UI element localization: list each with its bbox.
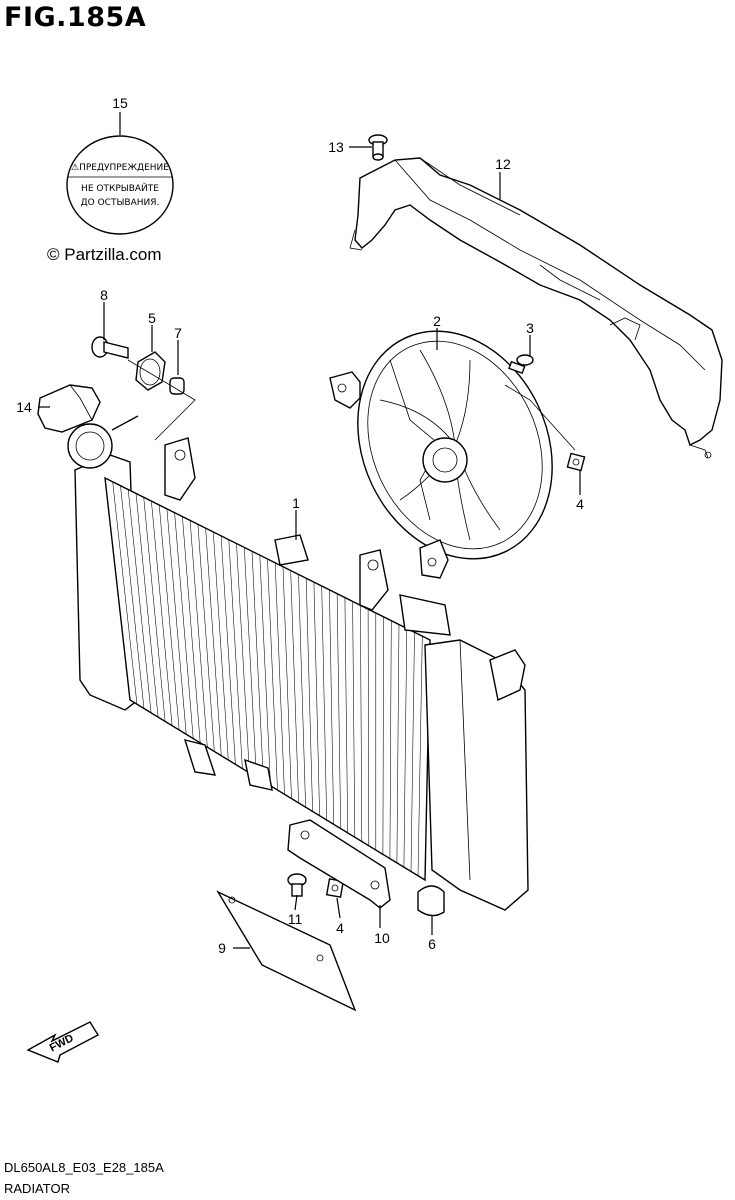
callout-3: 3	[526, 320, 534, 336]
radiator-fin-line	[135, 493, 159, 718]
callout-11: 11	[288, 911, 303, 927]
section-name: RADIATOR	[4, 1181, 70, 1196]
callout-7: 7	[174, 325, 182, 341]
radiator-fin-line	[220, 535, 236, 765]
cooling-fan-part-2	[329, 330, 553, 579]
callout-labels: 1 2 3 4 4 5 6 7 8 9 10 11 12 13 14 15	[16, 95, 584, 956]
radiator-fin-line	[251, 551, 264, 782]
bolt-part-13	[368, 134, 388, 161]
radiator-fin-line	[228, 539, 243, 769]
radiator-fin-line	[313, 582, 320, 816]
radiator-fin-line	[417, 636, 423, 876]
diagram-reference-code: DL650AL8_E03_E28_185A	[4, 1160, 164, 1175]
warning-label-line3: ДО ОСТЫВАНИЯ.	[81, 198, 160, 208]
hose-part-14	[37, 384, 101, 433]
radiator-fin-line	[360, 605, 363, 842]
radiator-fin-line	[197, 524, 215, 752]
radiator-fin-line	[205, 528, 222, 756]
callout-5: 5	[148, 310, 156, 326]
radiator-part-1	[67, 415, 529, 911]
radiator-fin-line	[151, 501, 173, 726]
callout-6: 6	[428, 936, 436, 952]
figure-title: FIG.185A	[4, 2, 147, 33]
radiator-fin-line	[290, 570, 299, 803]
radiator-fin-line	[389, 620, 392, 859]
bolt-part-11	[287, 873, 307, 897]
radiator-fin-line	[174, 512, 194, 739]
forward-direction-arrow: FWD	[26, 1021, 99, 1063]
radiator-fin-line	[274, 562, 285, 795]
radiator-fin-line	[344, 597, 348, 833]
grommet-part-5	[135, 351, 166, 391]
warning-label-line1: ⚠ПРЕДУПРЕЖДЕНИЕ	[71, 163, 169, 173]
radiator-fin-line	[336, 593, 341, 829]
callout-13: 13	[328, 139, 344, 155]
radiator-fin-line	[352, 601, 356, 838]
radiator-fin-line	[166, 508, 187, 735]
radiator-fin-line	[182, 516, 201, 743]
radiator-fin-line	[305, 578, 313, 812]
callout-2: 2	[433, 313, 441, 329]
radiator-fin-line	[236, 543, 250, 773]
radiator-fin-line	[382, 616, 384, 855]
radiator-fin-line	[321, 585, 327, 821]
radiator-fin-line	[143, 497, 166, 722]
warning-label-line2: НЕ ОТКРЫВАЙТЕ	[81, 182, 159, 194]
callout-1: 1	[292, 495, 300, 511]
radiator-fin-line	[112, 481, 138, 705]
radiator-fin-line	[213, 531, 229, 761]
leader-lines	[38, 112, 581, 949]
warning-label-part-15: ⚠ПРЕДУПРЕЖДЕНИЕ НЕ ОТКРЫВАЙТЕ ДО ОСТЫВАН…	[66, 135, 174, 235]
callout-4-upper: 4	[576, 496, 584, 512]
nut-part-4-upper	[566, 452, 586, 472]
callout-14: 14	[16, 399, 32, 415]
callout-10: 10	[374, 930, 390, 946]
callout-8: 8	[100, 287, 108, 303]
radiator-fin-line	[403, 628, 408, 868]
bolt-part-8	[91, 336, 129, 359]
radiator-fin-line	[410, 632, 415, 872]
radiator-fin-line	[189, 520, 208, 748]
radiator-fin-line	[367, 609, 370, 846]
radiator-fin-line	[120, 485, 145, 709]
radiator-fin-line	[244, 547, 257, 778]
radiator-fin-line	[259, 555, 271, 786]
protective-sheet-part-9	[216, 890, 357, 1012]
watermark: © Partzilla.com	[47, 245, 162, 264]
radiator-fin-line	[127, 489, 152, 713]
radiator-cover-part-12	[349, 157, 723, 459]
callout-15: 15	[112, 95, 128, 111]
radiator-fins	[112, 481, 423, 876]
radiator-fin-line	[298, 574, 306, 808]
callout-12: 12	[495, 156, 511, 172]
radiator-fin-line	[267, 558, 278, 791]
radiator-fin-line	[329, 589, 334, 825]
radiator-fin-line	[396, 624, 400, 863]
callout-9: 9	[218, 940, 226, 956]
radiator-fin-line	[282, 566, 292, 799]
bolt-part-3	[508, 354, 534, 375]
radiator-fin-line	[158, 504, 180, 731]
collar-part-7	[169, 377, 185, 395]
callout-4-lower: 4	[336, 920, 344, 936]
cap-part-6	[417, 885, 445, 917]
